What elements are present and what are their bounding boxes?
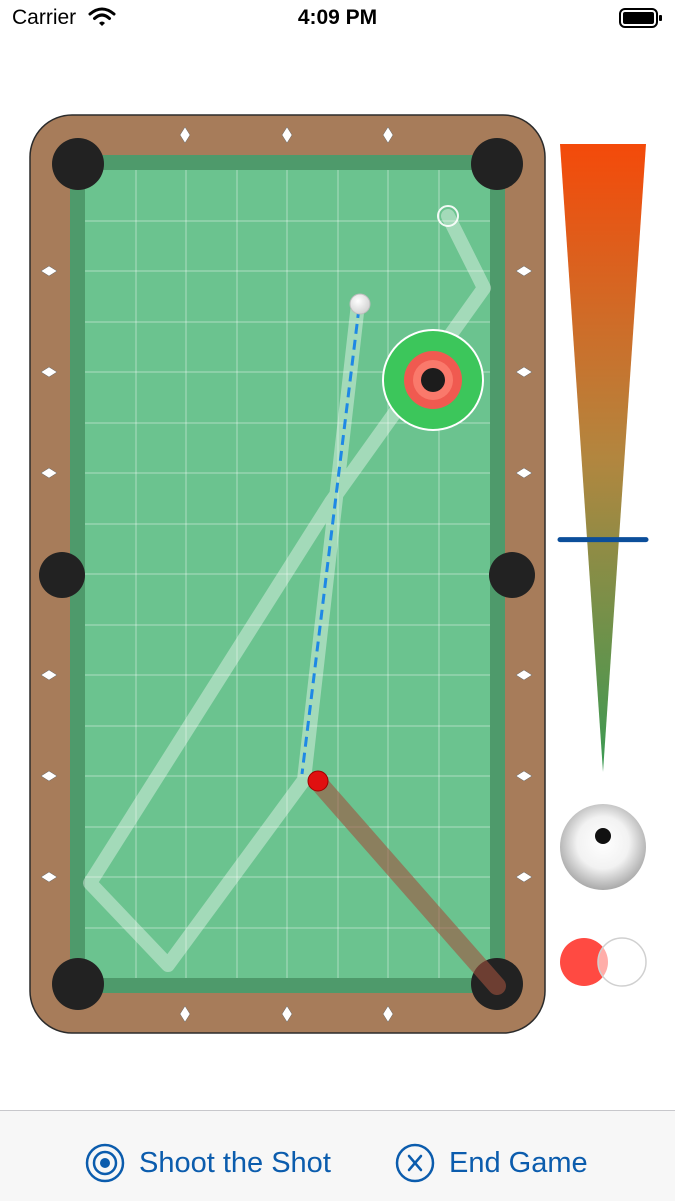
- ghost-ball: [437, 205, 459, 227]
- cue-ball-path: [83, 209, 491, 972]
- pocket-bottom-left: [52, 958, 104, 1010]
- cut-cue-ball-icon[interactable]: [597, 937, 647, 987]
- spin-control[interactable]: [560, 804, 646, 890]
- carrier-label: Carrier: [12, 6, 77, 29]
- pockets: [39, 138, 535, 1010]
- pocket-middle-left: [39, 552, 85, 598]
- spin-point-icon[interactable]: [595, 828, 611, 844]
- x-circle-icon: [395, 1143, 435, 1183]
- cut-control[interactable]: [560, 937, 647, 987]
- power-gauge: [560, 144, 646, 772]
- target-icon: [85, 1143, 125, 1183]
- pocket-top-left: [52, 138, 104, 190]
- spin-ball[interactable]: [560, 804, 646, 890]
- power-meter[interactable]: [557, 144, 649, 772]
- object-ball-path: [308, 772, 506, 995]
- object-ball[interactable]: [307, 770, 329, 792]
- pocket-top-right: [471, 138, 523, 190]
- cut-object-ball-icon: [560, 938, 608, 986]
- status-time: 4:09 PM: [297, 6, 378, 29]
- battery-icon: [619, 7, 663, 34]
- pocket-middle-right: [489, 552, 535, 598]
- cue-ball[interactable]: [349, 293, 371, 315]
- felt-grid: [85, 170, 490, 978]
- bottom-toolbar: Shoot the Shot End Game: [0, 1110, 675, 1201]
- rail-diamonds: [40, 126, 533, 1023]
- shoot-the-shot-button[interactable]: Shoot the Shot: [85, 1141, 331, 1185]
- status-bar: Carrier 4:09 PM: [0, 0, 675, 40]
- table-felt: [85, 170, 490, 978]
- shoot-button-label: Shoot the Shot: [139, 1146, 331, 1179]
- scene-canvas: [29, 114, 649, 1034]
- aim-line: [300, 307, 361, 775]
- end-game-button[interactable]: End Game: [395, 1141, 588, 1185]
- target-marker[interactable]: [382, 329, 484, 431]
- end-game-label: End Game: [449, 1146, 588, 1179]
- wifi-icon: [88, 6, 116, 33]
